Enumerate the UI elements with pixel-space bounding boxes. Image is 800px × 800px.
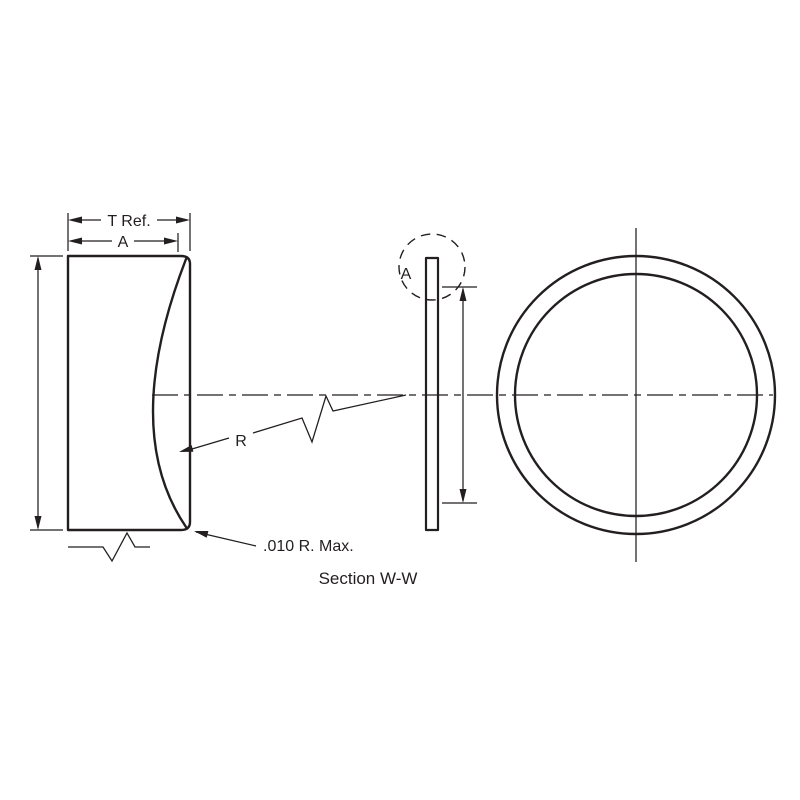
concave-surface-arc <box>151 257 188 529</box>
a-arrow-left <box>68 237 82 245</box>
radius-leader-segment-1 <box>191 437 230 450</box>
height-arrow-down <box>34 516 42 530</box>
bottom-break-line <box>68 531 150 563</box>
detail-label: A <box>401 266 412 283</box>
section-outline <box>66 254 192 532</box>
height-arrow-up <box>34 256 42 270</box>
corner-radius-note: .010 R. Max. <box>263 538 354 555</box>
t-ref-dimension-label: T Ref. <box>107 213 150 230</box>
a-arrow-right <box>164 237 178 245</box>
corner-radius-arrow <box>194 531 209 538</box>
detail-circle <box>398 233 466 301</box>
edge-view-outline <box>424 256 440 532</box>
t-ref-arrow-left <box>68 216 82 224</box>
radius-leader-zigzag <box>252 394 407 444</box>
a-dimension-label: A <box>118 234 129 251</box>
t-ref-arrow-right <box>176 216 190 224</box>
front-view <box>495 228 777 562</box>
edge-dim-arrow-up <box>459 287 467 301</box>
edge-view <box>424 256 440 532</box>
radius-callout: R <box>179 394 407 452</box>
radius-arrow <box>179 445 194 452</box>
edge-dim-arrow-down <box>459 489 467 503</box>
left-section-view <box>66 254 192 532</box>
left-view-dimensions: T Ref. A <box>30 213 191 563</box>
detail-callout: A <box>398 233 466 301</box>
section-caption: Section W-W <box>319 569 418 588</box>
corner-radius-callout: .010 R. Max. <box>194 531 354 555</box>
radius-label: R <box>235 433 247 450</box>
edge-view-dimension <box>442 286 477 504</box>
